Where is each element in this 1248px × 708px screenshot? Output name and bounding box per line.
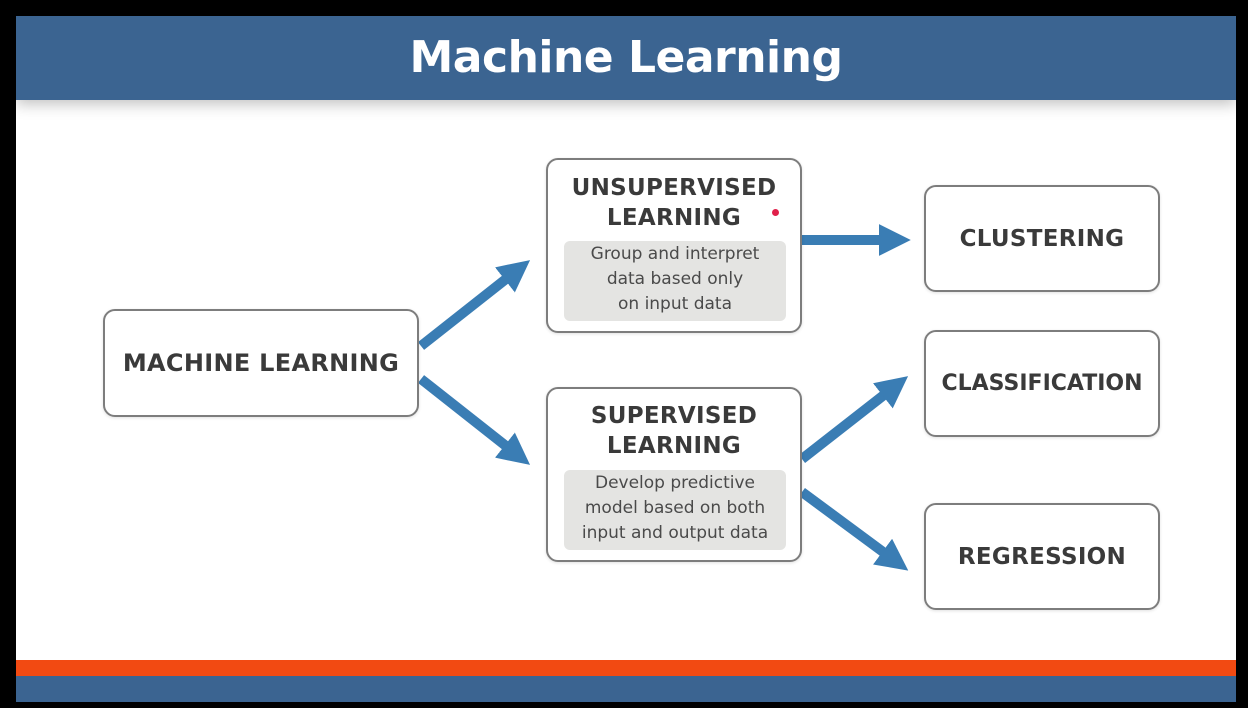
arrow-root-to-supervised <box>417 375 531 465</box>
arrow-root-to-unsupervised <box>417 260 531 350</box>
slide-title: Machine Learning <box>409 31 843 83</box>
heading-line: LEARNING <box>606 433 742 459</box>
pointer-dot <box>772 209 779 216</box>
description-line: data based only <box>606 269 744 289</box>
heading-line: SUPERVISED <box>590 403 758 429</box>
heading-line: UNSUPERVISED <box>571 175 777 201</box>
node-supervised-learning: SUPERVISED LEARNING Develop predictive m… <box>546 387 802 562</box>
node-unsupervised-heading: UNSUPERVISED LEARNING <box>548 173 800 233</box>
description-line: Group and interpret <box>590 244 760 264</box>
node-supervised-description: Develop predictive model based on both i… <box>564 470 786 550</box>
node-regression-label: REGRESSION <box>957 543 1127 570</box>
node-clustering: CLUSTERING <box>924 185 1160 292</box>
footer-accent-stripe <box>16 660 1236 676</box>
heading-line: LEARNING <box>606 205 742 231</box>
node-clustering-label: CLUSTERING <box>959 225 1125 252</box>
arrow-supervised-to-classification <box>798 376 909 463</box>
description-line: on input data <box>617 294 732 314</box>
description-line: model based on both <box>584 498 766 518</box>
description-line: input and output data <box>581 523 769 543</box>
node-supervised-heading: SUPERVISED LEARNING <box>548 401 800 461</box>
arrow-supervised-to-regression <box>799 487 909 571</box>
description-line: Develop predictive <box>594 473 756 493</box>
arrows-layer <box>417 223 911 571</box>
node-machine-learning: MACHINE LEARNING <box>103 309 419 417</box>
node-unsupervised-learning: UNSUPERVISED LEARNING Group and interpre… <box>546 158 802 333</box>
node-unsupervised-description: Group and interpret data based only on i… <box>564 241 786 321</box>
node-classification-label: CLASSIFICATION <box>941 371 1143 396</box>
node-regression: REGRESSION <box>924 503 1160 610</box>
node-machine-learning-label: MACHINE LEARNING <box>122 349 400 377</box>
slide: Machine Learning MACHINE LEARNING UNSUPE… <box>16 16 1236 702</box>
title-bar: Machine Learning <box>16 16 1236 100</box>
footer-bar <box>16 676 1236 702</box>
node-classification: CLASSIFICATION <box>924 330 1160 437</box>
